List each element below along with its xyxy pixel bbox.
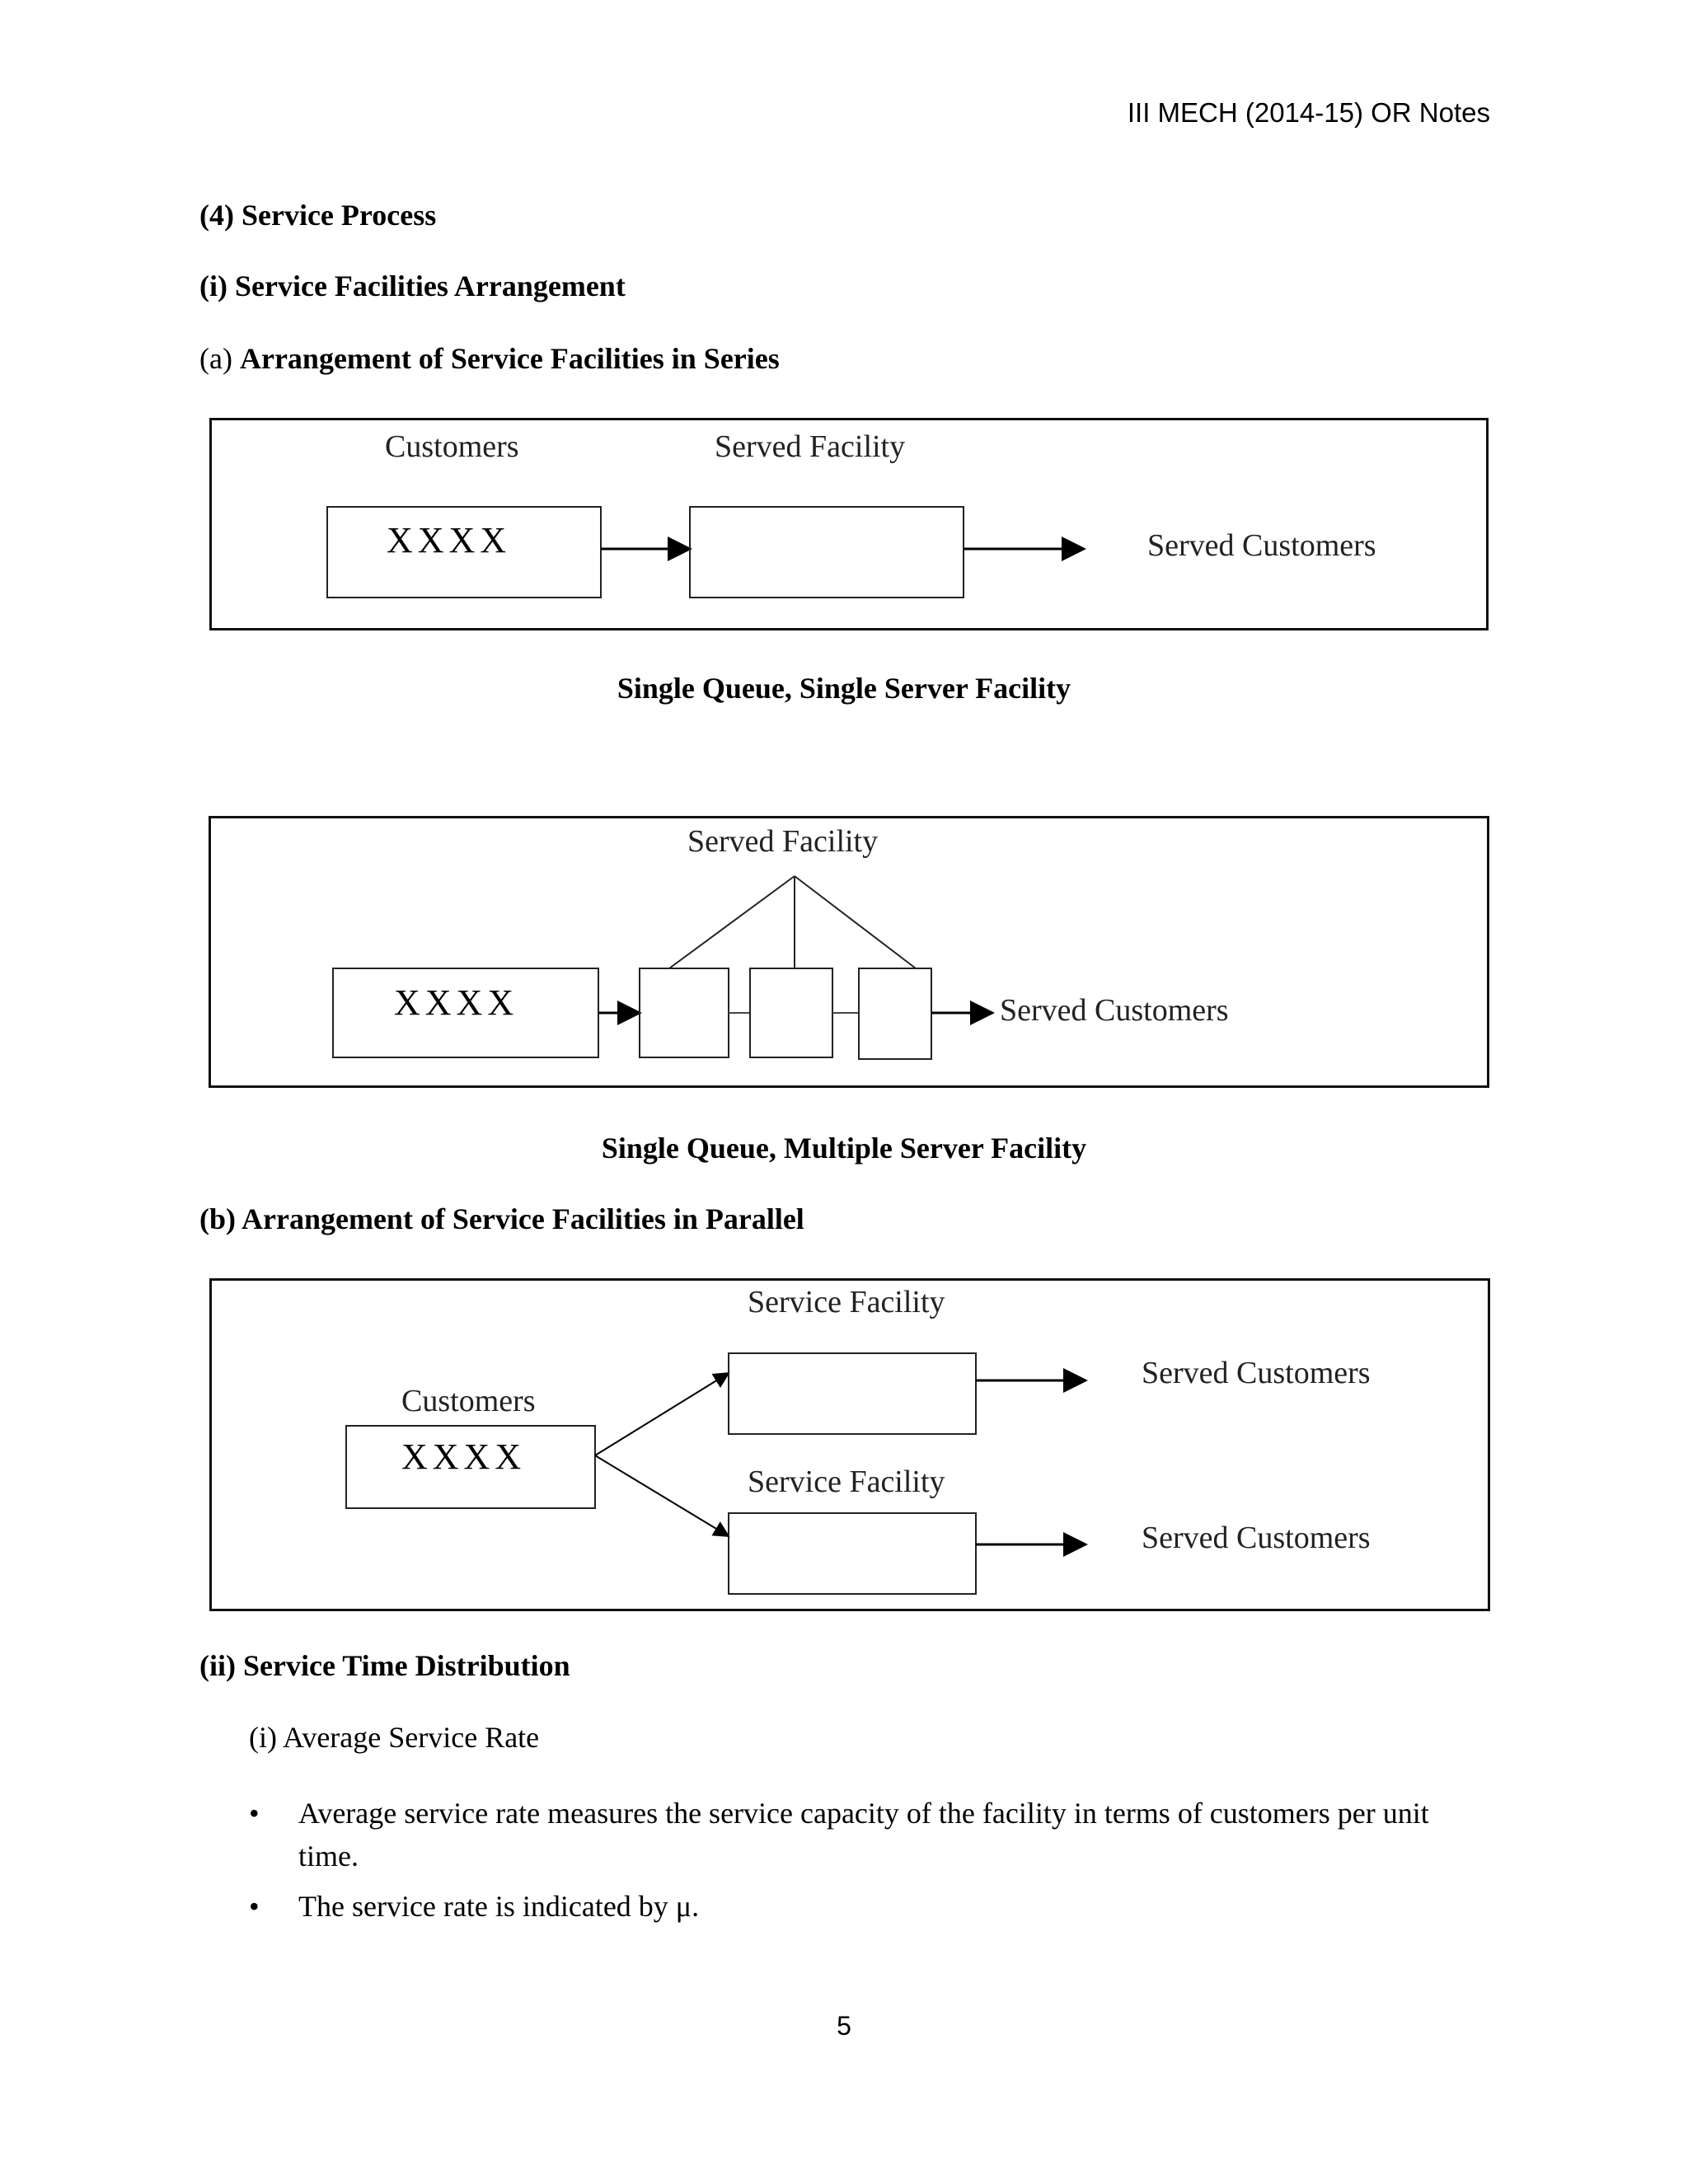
customers-label: Customers: [385, 429, 519, 464]
served-customers-label: Served Customers: [1147, 528, 1376, 563]
queue-to-upper-facility-arrow: [594, 1371, 730, 1456]
facility-branch-right: [794, 875, 917, 969]
facility-branch-left: [668, 875, 795, 969]
lower-facility-box: [728, 1512, 977, 1595]
bullet-item-1: • Average service rate measures the serv…: [249, 1792, 1452, 1877]
server-box-3: [858, 968, 932, 1060]
upper-facility-label: Service Facility: [748, 1285, 945, 1319]
bullet-dot: •: [249, 1797, 260, 1830]
queue-box: [326, 506, 602, 598]
upper-served-customers-label: Served Customers: [1142, 1356, 1371, 1390]
running-header: III MECH (2014-15) OR Notes: [1127, 97, 1490, 128]
average-service-rate-heading: (i) Average Service Rate: [249, 1721, 540, 1754]
bullet-text: Average service rate measures the servic…: [298, 1797, 1429, 1872]
bullet-dot: •: [249, 1890, 260, 1923]
single-server-diagram: Customers Served Facility XXXX Served Cu…: [209, 418, 1489, 630]
facility-label: Served Facility: [687, 824, 879, 859]
queue-customers: XXXX: [387, 520, 512, 560]
multiple-server-caption: Single Queue, Multiple Server Facility: [601, 1132, 1087, 1165]
parallel-diagram-graphics: [345, 1352, 1088, 1595]
single-server-caption: Single Queue, Single Server Facility: [617, 672, 1071, 705]
queue-to-lower-facility-arrow: [594, 1455, 730, 1538]
single-server-diagram-graphics: [326, 506, 1086, 598]
lower-served-customers-label: Served Customers: [1142, 1521, 1371, 1555]
page-number: 5: [837, 2011, 851, 2041]
series-heading-prefix: (a): [199, 342, 240, 375]
queue-customers: XXXX: [401, 1436, 527, 1477]
server-box-2: [749, 968, 833, 1058]
customers-label: Customers: [401, 1384, 536, 1418]
server-box-1: [639, 968, 729, 1058]
series-heading-text: Arrangement of Service Facilities in Ser…: [239, 342, 780, 375]
server-box: [689, 506, 964, 598]
section-title: (4) Service Process: [199, 199, 437, 232]
parallel-heading: (b) Arrangement of Service Facilities in…: [199, 1202, 804, 1235]
served-customers-label: Served Customers: [1000, 993, 1229, 1028]
bullet-text: The service rate is indicated by μ.: [298, 1890, 700, 1923]
multiple-server-diagram: Served Facility XXXX Served Customers: [209, 816, 1489, 1088]
upper-facility-box: [728, 1352, 977, 1435]
parallel-diagram: Service Facility Service Facility Custom…: [209, 1278, 1490, 1611]
bullet-item-2: • The service rate is indicated by μ.: [249, 1885, 1452, 1928]
queue-box: [345, 1425, 596, 1509]
subsection-title: (i) Service Facilities Arrangement: [199, 269, 626, 302]
facility-label: Served Facility: [715, 429, 906, 464]
queue-customers: XXXX: [394, 982, 519, 1023]
series-heading: (a) Arrangement of Service Facilities in…: [199, 341, 780, 376]
service-time-heading: (ii) Service Time Distribution: [199, 1649, 570, 1682]
multiple-server-diagram-graphics: [332, 875, 995, 1060]
lower-facility-label: Service Facility: [748, 1465, 945, 1499]
